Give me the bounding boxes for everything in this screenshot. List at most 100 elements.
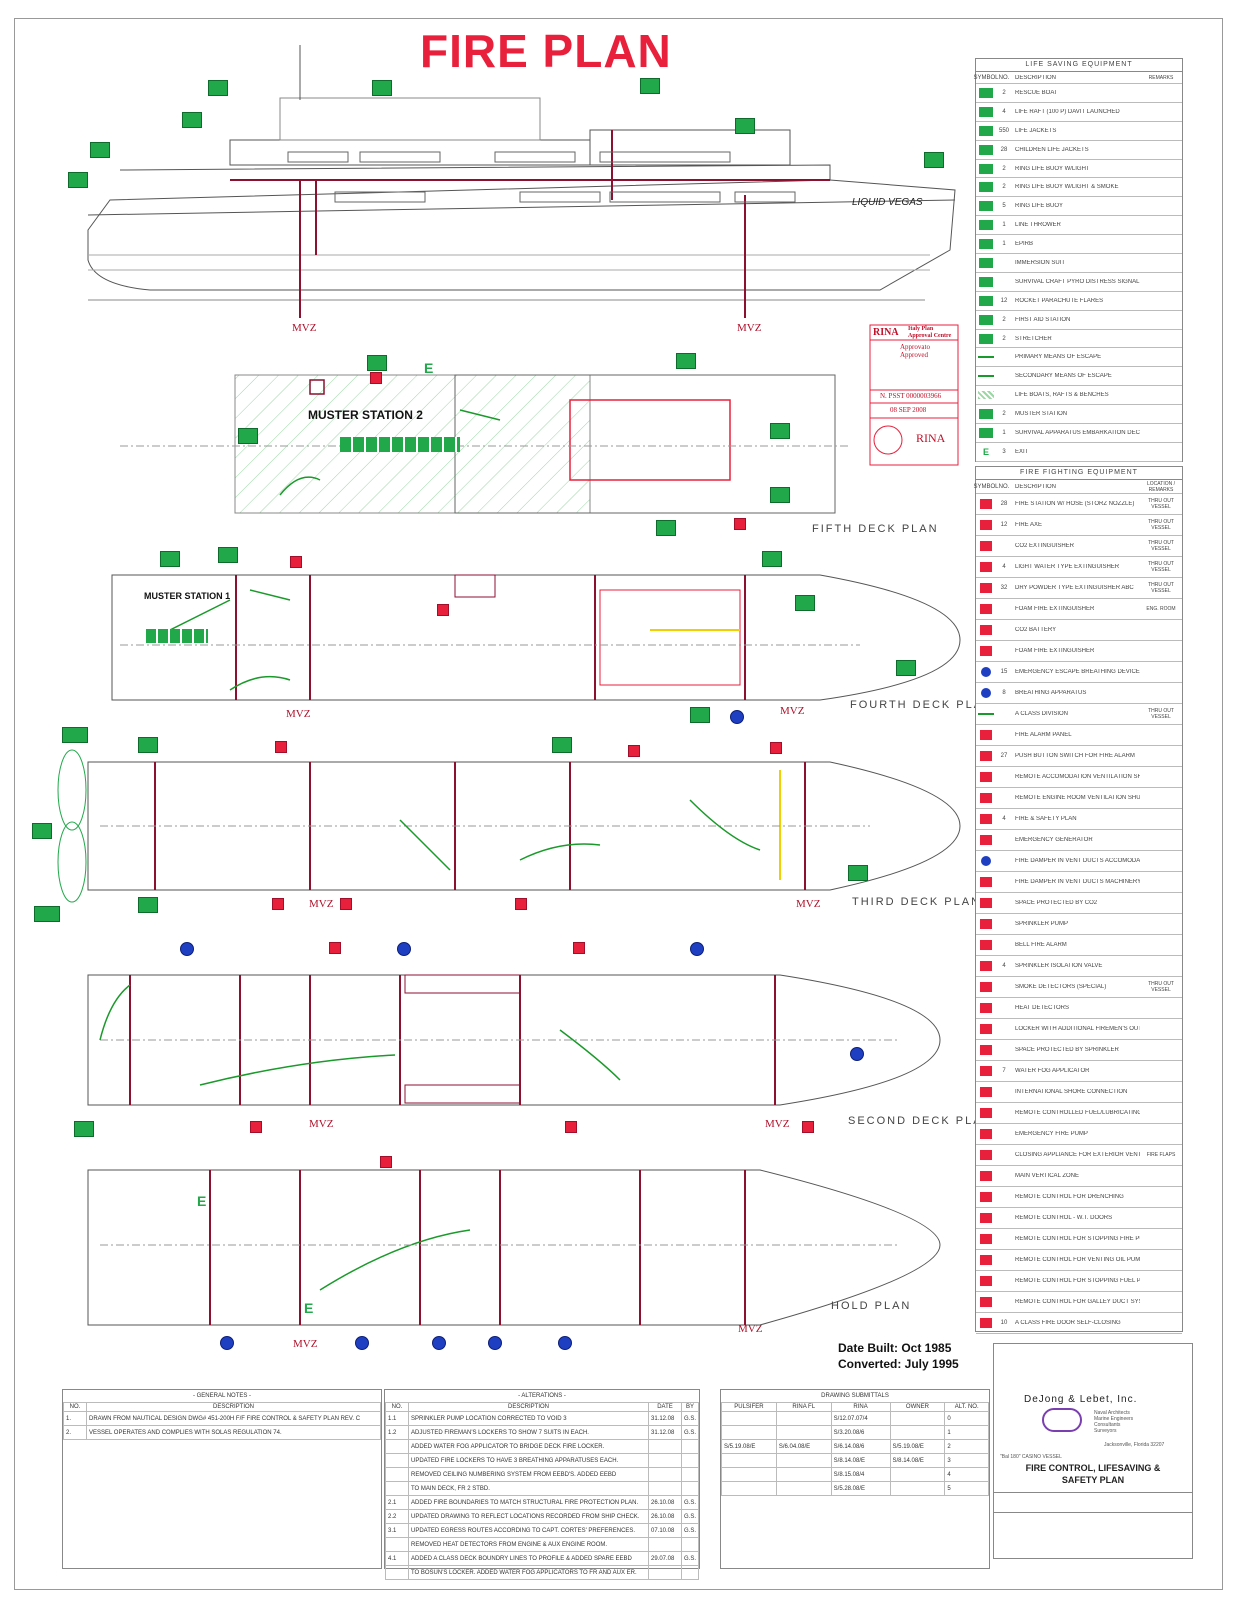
- ff-legend-row: REMOTE CONTROL FOR DRENCHING: [976, 1187, 1182, 1208]
- table-row: UPDATED FIRE LOCKERS TO HAVE 3 BREATHING…: [385, 1453, 700, 1468]
- lifejacket-icon: [160, 551, 180, 567]
- life-raft-icon: [32, 823, 52, 839]
- fire-station-icon: [802, 1121, 814, 1133]
- table-row: 2.VESSEL OPERATES AND COMPLIES WITH SOLA…: [63, 1425, 381, 1440]
- table-cell-by: [680, 1481, 700, 1496]
- breathing-symbol-icon: [981, 688, 991, 698]
- legend-remarks: THRU OUT VESSEL: [1148, 540, 1174, 552]
- fire-station-icon: [272, 898, 284, 910]
- table-cell-desc: ADDED FIRE BOUNDARIES TO MATCH STRUCTURA…: [408, 1495, 649, 1510]
- legend-description: EMERGENCY ESCAPE BREATHING DEVICE: [1015, 669, 1140, 675]
- breathing-apparatus-icon: [690, 942, 704, 956]
- legend-remarks: THRU OUT VESSEL: [1148, 582, 1174, 594]
- lsa-symbol-icon: [979, 257, 993, 268]
- legend-symbol: [976, 961, 996, 971]
- life-raft-icon: [676, 353, 696, 369]
- col-no: NO.: [998, 74, 1010, 81]
- table-cell-by: G.S.: [680, 1509, 700, 1524]
- legend-description: SPACE PROTECTED BY CO2: [1015, 900, 1098, 906]
- rina-number: N. PSST 0000003966: [880, 392, 942, 400]
- life-raft-icon: [656, 520, 676, 536]
- col-no: NO.: [998, 483, 1010, 490]
- legend-description: INTERNATIONAL SHORE CONNECTION: [1015, 1089, 1128, 1095]
- table-cell-desc: REMOVED CEILING NUMBERING SYSTEM FROM EE…: [408, 1467, 649, 1482]
- legend-remarks: THRU OUT VESSEL: [1148, 519, 1174, 531]
- legend-description: SPRINKLER ISOLATION VALVE: [1015, 963, 1103, 969]
- ff-legend-row: CLOSING APPLIANCE FOR EXTERIOR VENTILATI…: [976, 1145, 1182, 1166]
- table-cell-date: 07.10.08: [647, 1523, 682, 1538]
- legend-description: EPIRB: [1015, 241, 1034, 248]
- legend-description: FIRE DAMPER IN VENT DUCTS MACHINERY SPAC…: [1015, 879, 1140, 885]
- legend-count: 8: [1002, 690, 1006, 696]
- legend-description: FIRE AXE: [1015, 522, 1043, 528]
- legend-symbol: [976, 772, 996, 782]
- col-remarks: REMARKS: [1148, 74, 1174, 81]
- table-cell-by: G.S.: [680, 1425, 700, 1440]
- mvz-label: MVZ: [796, 898, 821, 910]
- legend-description: SURVIVAL APPARATUS EMBARKATION DECK: [1015, 429, 1140, 436]
- general-notes-table: - GENERAL NOTES - NO. DESCRIPTION 1.DRAW…: [62, 1389, 382, 1569]
- table-cell-no: [385, 1439, 409, 1454]
- ff-legend-row: FIRE DAMPER IN VENT DUCTS ACCOMODATION O…: [976, 851, 1182, 872]
- third-deck-plan: [57, 749, 961, 903]
- legend-description: CLOSING APPLIANCE FOR EXTERIOR VENTILATI…: [1015, 1152, 1140, 1158]
- ff-legend-row: EMERGENCY GENERATOR: [976, 830, 1182, 851]
- date-built-line: Date Built: Oct 1985: [838, 1341, 952, 1355]
- legend-description: A CLASS FIRE DOOR SELF-CLOSING: [1015, 1320, 1121, 1326]
- legend-description: REMOTE CONTROL FOR VENTING OIL PUMPS: [1015, 1257, 1140, 1263]
- table-cell-date: 26.10.08: [647, 1495, 682, 1510]
- legend-symbol: [976, 1108, 996, 1118]
- legend-symbol: [976, 751, 996, 761]
- table-cell-rina_fl: [775, 1467, 832, 1482]
- legend-symbol: [976, 375, 996, 378]
- lsa-symbol-icon: [979, 87, 993, 98]
- lsa-symbol-icon: [979, 220, 993, 231]
- legend-symbol: [976, 1255, 996, 1265]
- mvz-label: MVZ: [780, 705, 805, 717]
- hatch-symbol-icon: [978, 391, 994, 400]
- legend-count: 2: [1002, 89, 1006, 96]
- fire-symbol-icon: [980, 625, 992, 635]
- table-cell-rina: S/12.07.07/4: [830, 1411, 891, 1426]
- date-converted-line: Converted: July 1995: [838, 1357, 959, 1371]
- table-cell-pulsifer: [721, 1453, 777, 1468]
- legend-description: EMERGENCY FIRE PUMP: [1015, 1131, 1088, 1137]
- muster-station-1-label: MUSTER STATION 1: [144, 591, 231, 601]
- table-cell-desc: SPRINKLER PUMP LOCATION CORRECTED TO VOI…: [408, 1411, 649, 1426]
- table-cell-no: 2.: [63, 1425, 87, 1440]
- notes-col-description: DESCRIPTION: [86, 1402, 381, 1412]
- table-cell-rina: S/3.20.08/6: [830, 1425, 891, 1440]
- legend-count: 2: [1002, 316, 1006, 323]
- legend-symbol: [976, 919, 996, 929]
- legend-description: SPACE PROTECTED BY SPRINKLER: [1015, 1047, 1119, 1053]
- ff-legend-row: LOCKER WITH ADDITIONAL FIREMEN'S OUTFITS: [976, 1019, 1182, 1040]
- table-cell-no: 1.1: [385, 1411, 409, 1426]
- ff-legend-row: REMOTE CONTROL - W.T. DOORS: [976, 1208, 1182, 1229]
- fire-symbol-icon: [980, 499, 992, 509]
- table-cell-date: [647, 1565, 682, 1580]
- ship-name: LIQUID VEGAS: [852, 197, 923, 208]
- lsa-symbol-icon: [979, 163, 993, 174]
- legend-count: 4: [1002, 963, 1006, 969]
- table-row: TO MAIN DECK, FR 2 STBD.: [385, 1481, 700, 1496]
- col-description: DESCRIPTION: [1015, 74, 1057, 81]
- table-cell-rina: S/8.14.08/E: [830, 1453, 891, 1468]
- legend-symbol: [976, 1129, 996, 1139]
- table-cell-rina_fl: [775, 1425, 832, 1440]
- fourth-deck-plan-label: FOURTH DECK PLAN: [850, 699, 994, 711]
- fire-station-icon: [565, 1121, 577, 1133]
- legend-symbol: [976, 646, 996, 656]
- table-cell-pulsifer: [721, 1425, 777, 1440]
- lsa-symbol-icon: [979, 295, 993, 306]
- table-cell-owner: [889, 1411, 946, 1426]
